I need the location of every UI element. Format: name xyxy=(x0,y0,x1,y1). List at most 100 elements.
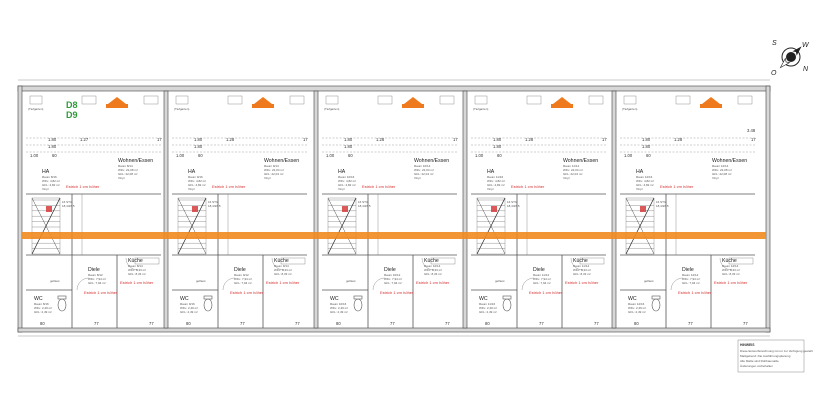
room-wc-raum: Raum 9/16 xyxy=(180,302,195,306)
tiefgarten-label: (Tiefgarten) xyxy=(324,107,339,111)
estrich-note-2: Estrich 1 cm höher xyxy=(565,280,599,285)
estrich-note-3: Estrich 1 cm höher xyxy=(380,290,414,295)
room-ha: HA xyxy=(338,169,346,175)
estrich-note-3: Estrich 1 cm höher xyxy=(678,290,712,295)
room-wc-wfl: WFL: 2,49 m² xyxy=(330,306,348,310)
dim-127: 1.28 xyxy=(226,137,235,142)
dim-127: 1.28 xyxy=(376,137,385,142)
estrich-note-1: Estrich 1 cm höher xyxy=(362,184,396,189)
toilet-icon xyxy=(651,298,661,312)
stair-dims-label: 18,4/26,5 xyxy=(358,204,371,208)
tiled-label: gefliest xyxy=(495,279,505,283)
tiled-label: gefliest xyxy=(644,279,654,283)
compass: W S N O xyxy=(771,40,810,77)
room-wohnen-essen: Wohnen/Essen xyxy=(414,158,449,164)
roof-arrow-icon xyxy=(254,97,272,104)
room-ha-floor: Vinyl xyxy=(338,187,345,191)
room-wc-raum: Raum 11/16 xyxy=(479,302,495,306)
room-diele-gfl: GFL: 7,94 m² xyxy=(682,281,700,285)
note-box: HINWEIS Diese Entwurfszeichnung ist nur … xyxy=(737,339,813,373)
room-wohnen-gfl: GFL: 22,08 m² xyxy=(118,172,137,176)
dim-100: 1.00 xyxy=(624,153,633,158)
stair-dims-label: 18,4/26,5 xyxy=(62,204,75,208)
dim-180-2: 1.80 xyxy=(493,144,502,149)
dim-348: 3.48 xyxy=(747,128,756,133)
dim-77: 77 xyxy=(390,321,395,326)
room-ha-raum: Raum 12/16 xyxy=(636,175,653,179)
room-wohnen-raum: Raum 8/14 xyxy=(118,164,133,168)
dim-77-2: 77 xyxy=(295,321,300,326)
dim-180-2: 1.80 xyxy=(642,144,651,149)
room-wc: WC xyxy=(330,296,339,302)
dim-17: 17 xyxy=(453,137,458,142)
room-wc-wfl: WFL: 2,49 m² xyxy=(628,306,646,310)
room-wohnen-raum: Raum 9/14 xyxy=(264,164,279,168)
tiefgarten-label: (Tiefgarten) xyxy=(28,107,43,111)
stair-steps-label: 16 STG xyxy=(208,200,219,204)
room-wohnen-gfl: GFL: 22,08 m² xyxy=(712,172,731,176)
room-wc-wfl: WFL: 2,49 m² xyxy=(34,306,52,310)
dim-100: 1.00 xyxy=(30,153,39,158)
compass-n: N xyxy=(803,66,809,73)
unit-id-label-2: D9 xyxy=(66,110,78,120)
roof-arrow-icon xyxy=(702,97,720,104)
room-kueche-raum: Raum 10/14 xyxy=(424,264,441,268)
unit-id-label: D8 xyxy=(66,100,78,110)
room-diele-raum: Raum 8/12 xyxy=(88,273,103,277)
tiefgarten-label: (Tiefgarten) xyxy=(174,107,189,111)
tiled-label: gefliest xyxy=(346,279,356,283)
dim-180-2: 1.80 xyxy=(194,144,203,149)
dim-180-2: 1.80 xyxy=(344,144,353,149)
estrich-note-1: Estrich 1 cm höher xyxy=(660,184,694,189)
room-ha-gfl: GFL: 4,82 m² xyxy=(636,183,654,187)
room-ha-floor: Vinyl xyxy=(42,187,49,191)
room-wohnen-raum: Raum 12/14 xyxy=(712,164,729,168)
dim-60: 60 xyxy=(497,153,502,158)
room-diele-wfl: WFL: 7,94 m² xyxy=(384,277,402,281)
stair-dims-label: 18,4/26,5 xyxy=(656,204,669,208)
room-diele-gfl: GFL: 7,94 m² xyxy=(234,281,252,285)
room-wc: WC xyxy=(180,296,189,302)
toilet-icon xyxy=(57,298,67,312)
room-wohnen-essen: Wohnen/Essen xyxy=(118,158,153,164)
room-kueche-wfl: WFL: 8,33 m² xyxy=(274,268,292,272)
estrich-note-1: Estrich 1 cm höher xyxy=(511,184,545,189)
room-kueche-gfl: GFL: 8,33 m² xyxy=(573,272,591,276)
room-diele-wfl: WFL: 7,94 m² xyxy=(682,277,700,281)
dim-80: 80 xyxy=(634,321,639,326)
room-diele-raum: Raum 9/12 xyxy=(234,273,249,277)
dim-77: 77 xyxy=(539,321,544,326)
room-wohnen-essen: Wohnen/Essen xyxy=(712,158,747,164)
stair-steps-label: 16 STG xyxy=(62,200,73,204)
room-diele-gfl: GFL: 7,94 m² xyxy=(88,281,106,285)
room-diele-wfl: WFL: 7,94 m² xyxy=(88,277,106,281)
room-wohnen-gfl: GFL: 22,04 m² xyxy=(264,172,283,176)
note-line-2: Maßgebend: Die Ausführungsplanung xyxy=(740,354,791,358)
dim-60: 60 xyxy=(52,153,57,158)
estrich-note-2: Estrich 1 cm höher xyxy=(266,280,300,285)
dim-17: 17 xyxy=(157,137,162,142)
dim-180-2: 1.80 xyxy=(48,144,57,149)
room-ha-raum: Raum 8/16 xyxy=(42,175,57,179)
staircase xyxy=(31,197,61,255)
room-wohnen-essen: Wohnen/Essen xyxy=(264,158,299,164)
stair-dims-label: 18,4/26,5 xyxy=(208,204,221,208)
dim-77-2: 77 xyxy=(743,321,748,326)
dim-77: 77 xyxy=(240,321,245,326)
room-wc: WC xyxy=(479,296,488,302)
room-ha-gfl: GFL: 4,82 m² xyxy=(487,183,505,187)
stair-steps-label: 16 STG xyxy=(656,200,667,204)
room-wc: WC xyxy=(34,296,43,302)
room-wohnen-wfl: WFL: 22,08 m² xyxy=(712,168,732,172)
room-diele: Diele xyxy=(533,267,545,273)
room-ha-wfl: WFL: 4,82 m² xyxy=(487,179,505,183)
dim-180: 1.80 xyxy=(194,137,203,142)
room-diele-wfl: WFL: 7,94 m² xyxy=(234,277,252,281)
room-wohnen-floor: Vinyl xyxy=(414,176,421,180)
room-ha-gfl: GFL: 4,82 m² xyxy=(42,183,60,187)
room-wohnen-wfl: WFL: 22,04 m² xyxy=(264,168,284,172)
estrich-note-1: Estrich 1 cm höher xyxy=(212,184,246,189)
